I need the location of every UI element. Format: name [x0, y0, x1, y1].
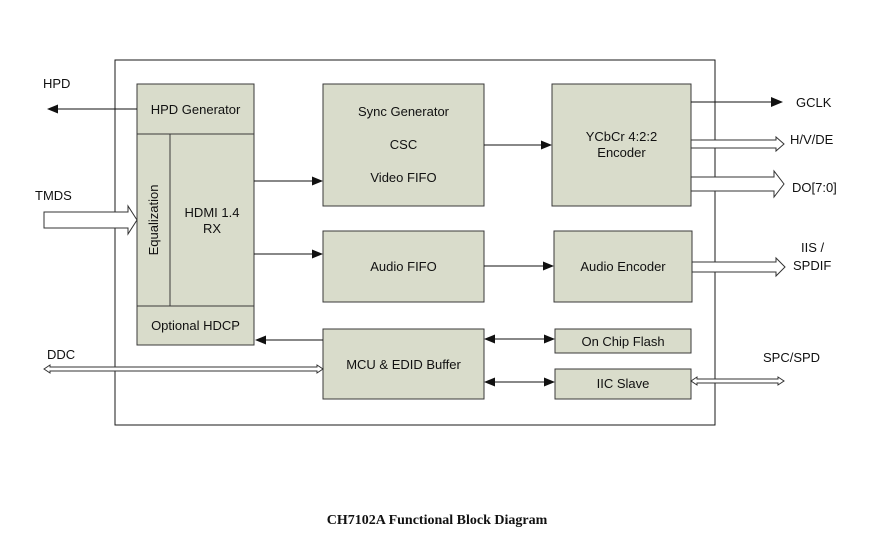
on-chip-flash-label: On Chip Flash: [581, 334, 664, 349]
iic-slave-label: IIC Slave: [597, 376, 650, 391]
do-bus-arrow: [690, 169, 785, 199]
mcu-flash-arrowhead-right: [544, 334, 555, 344]
sync-csc-fifo-block: [322, 83, 485, 207]
spc-spd-signal-label: SPC/SPD: [763, 350, 820, 365]
do-signal-label: DO[7:0]: [792, 180, 837, 195]
mcu-iic-arrowhead-right: [544, 377, 555, 387]
diagram-caption: CH7102A Functional Block Diagram: [327, 513, 548, 528]
mcu-edid-label: MCU & EDID Buffer: [346, 357, 461, 372]
mcu-flash-arrowhead-left: [484, 334, 495, 344]
video-fifo-label: Video FIFO: [370, 170, 436, 185]
audio-encoder-label: Audio Encoder: [580, 259, 666, 274]
audio-fifo-label: Audio FIFO: [370, 259, 436, 274]
iic-slave-block: [554, 368, 692, 400]
ycbcr-encoder-label-line1: YCbCr 4:2:2: [586, 129, 658, 144]
ddc-bus-arrow: [43, 364, 324, 374]
tmds-signal-label: TMDS: [35, 188, 72, 203]
equalization-block: [136, 133, 171, 307]
rx-to-video-arrowhead: [312, 176, 323, 186]
ddc-signal-label: DDC: [47, 347, 75, 362]
hpd-signal-label: HPD: [43, 76, 70, 91]
tmds-bus-arrow: [43, 204, 138, 236]
iis-signal-label-line1: IIS /: [801, 240, 825, 255]
audio-fifo-block: [322, 230, 485, 303]
mcu-iic-arrowhead-left: [484, 377, 495, 387]
hdmi-rx-block: [169, 133, 255, 307]
hdmi-rx-label-line1: HDMI 1.4: [185, 205, 240, 220]
hvde-signal-label: H/V/DE: [790, 132, 834, 147]
chip-boundary: [114, 59, 716, 426]
video-to-encoder-arrowhead: [541, 140, 552, 150]
mcu-edid-block: [322, 328, 485, 400]
csc-label: CSC: [390, 137, 417, 152]
equalization-label: Equalization: [146, 185, 161, 256]
iis-spdif-bus-arrow: [691, 256, 786, 278]
optional-hdcp-block: [136, 305, 255, 346]
iis-signal-label-line2: SPDIF: [793, 258, 831, 273]
sync-generator-label: Sync Generator: [358, 104, 450, 119]
gclk-signal-label: GCLK: [796, 95, 832, 110]
hpd-generator-label: HPD Generator: [151, 102, 241, 117]
mcu-to-hdcp-arrowhead: [255, 335, 266, 345]
optional-hdcp-label: Optional HDCP: [151, 318, 240, 333]
audio-fifo-to-encoder-arrowhead: [543, 261, 554, 271]
hdmi-rx-label-line2: RX: [203, 221, 221, 236]
gclk-arrowhead: [771, 97, 783, 107]
rx-to-audio-arrowhead: [312, 249, 323, 259]
hpd-arrowhead: [47, 104, 58, 114]
hvde-bus-arrow: [690, 135, 785, 153]
audio-encoder-block: [553, 230, 693, 303]
on-chip-flash-block: [554, 328, 692, 354]
ycbcr-encoder-label-line2: Encoder: [597, 145, 646, 160]
spc-spd-bus-arrow: [690, 376, 785, 386]
